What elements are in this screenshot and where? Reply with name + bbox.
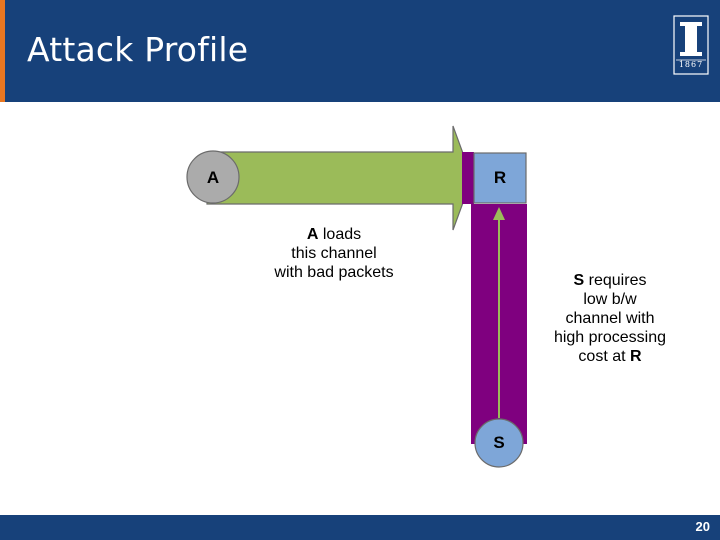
channel-s-line-4: high processing [553,329,667,346]
channel-s-line-2: low b/w [583,291,637,308]
node-a-label: A [206,168,220,187]
channel-a-line-1: A loads [306,226,362,243]
channel-s-line-5: cost at R [578,348,642,365]
node-r-label: R [493,168,507,187]
page-number: 20 [695,519,710,534]
channel-s-description: S requires low b/w channel with high pro… [530,271,690,366]
channel-s-line-1: S requires [573,272,647,289]
channel-a-line-3: with bad packets [274,264,394,281]
s-to-r-arrowhead [493,207,505,220]
green-channel-arrow [206,125,473,231]
university-logo-icon [673,15,709,75]
channel-s-line-5-text: cost at [578,348,626,365]
channel-a-line-2: this channel [291,245,377,262]
channel-a-description: A loads this channel with bad packets [244,225,424,282]
purple-channel-top [462,152,474,204]
node-a [186,150,240,204]
logo-year: 1867 [678,60,704,69]
channel-s-line-3: channel with [565,310,655,327]
node-r [473,152,527,204]
slide-title: Attack Profile [27,30,249,69]
channel-a-line-1-text: loads [322,226,362,243]
header-accent-bar [0,0,5,102]
slide-header: Attack Profile 1867 [0,0,720,102]
node-s [474,418,524,468]
channel-s-line-1-text: requires [588,272,647,289]
slide-footer: 20 [0,515,720,540]
node-s-label: S [493,433,505,452]
